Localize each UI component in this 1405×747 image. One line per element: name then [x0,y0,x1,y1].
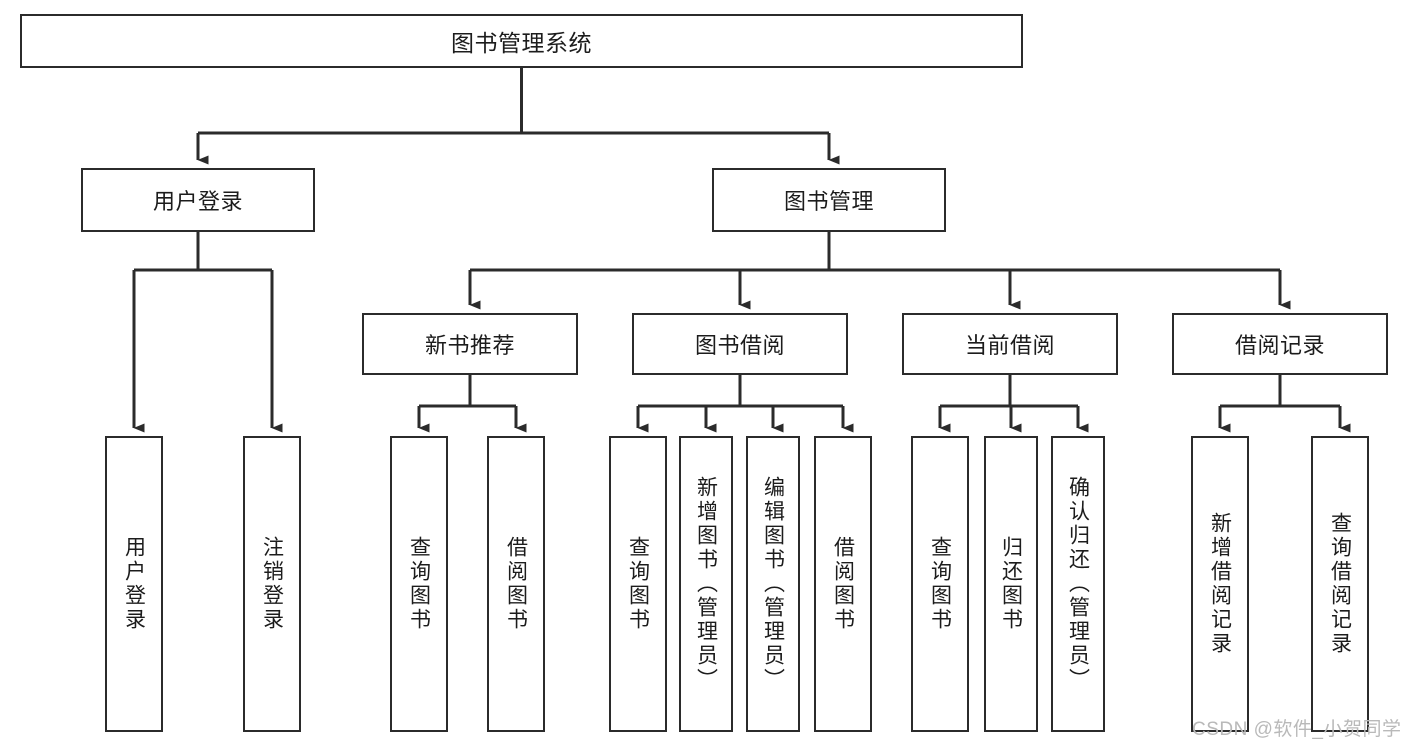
node-label: 查询图书 [407,536,431,632]
node-label: 图书借阅 [694,333,785,358]
node-leaf-user-logout[interactable]: 注销登录 [243,436,301,732]
node-label: 注销登录 [260,536,284,632]
node-leaf-query-record[interactable]: 查询借阅记录 [1311,436,1369,732]
node-label: 借阅记录 [1234,333,1325,358]
watermark: CSDN @软件_小贺同学 [1192,719,1402,740]
node-label: 新增借阅记录 [1208,512,1232,656]
node-root[interactable]: 图书管理系统 [20,14,1023,68]
node-label: 图书管理系统 [451,30,592,56]
node-leaf-edit-book[interactable]: 编辑图书（管理员） [746,436,800,732]
node-leaf-user-login[interactable]: 用户登录 [105,436,163,732]
node-label: 用户登录 [152,189,243,214]
node-label: 当前借阅 [964,333,1055,358]
node-label: 确认归还（管理员） [1066,476,1090,692]
node-label: 用户登录 [122,536,146,632]
node-user-login[interactable]: 用户登录 [81,168,315,232]
node-borrow-record[interactable]: 借阅记录 [1172,313,1388,375]
node-leaf-query-book-3[interactable]: 查询图书 [911,436,969,732]
node-book-borrow[interactable]: 图书借阅 [632,313,848,375]
node-leaf-query-book-2[interactable]: 查询图书 [609,436,667,732]
node-leaf-borrow-book-2[interactable]: 借阅图书 [814,436,872,732]
node-label: 借阅图书 [831,536,855,632]
node-leaf-add-book[interactable]: 新增图书（管理员） [679,436,733,732]
node-current-borrow[interactable]: 当前借阅 [902,313,1118,375]
node-leaf-borrow-book-1[interactable]: 借阅图书 [487,436,545,732]
node-leaf-confirm-return[interactable]: 确认归还（管理员） [1051,436,1105,732]
node-label: 查询图书 [928,536,952,632]
node-book-manage[interactable]: 图书管理 [712,168,946,232]
node-label: 图书管理 [783,189,874,214]
node-label: 查询图书 [626,536,650,632]
node-label: 新书推荐 [424,333,515,358]
node-label: 查询借阅记录 [1328,512,1352,656]
node-new-book-rec[interactable]: 新书推荐 [362,313,578,375]
node-label: 编辑图书（管理员） [761,476,785,692]
node-label: 借阅图书 [504,536,528,632]
node-label: 归还图书 [999,536,1023,632]
node-leaf-query-book-1[interactable]: 查询图书 [390,436,448,732]
node-leaf-return-book[interactable]: 归还图书 [984,436,1038,732]
node-leaf-add-record[interactable]: 新增借阅记录 [1191,436,1249,732]
node-label: 新增图书（管理员） [694,476,718,692]
